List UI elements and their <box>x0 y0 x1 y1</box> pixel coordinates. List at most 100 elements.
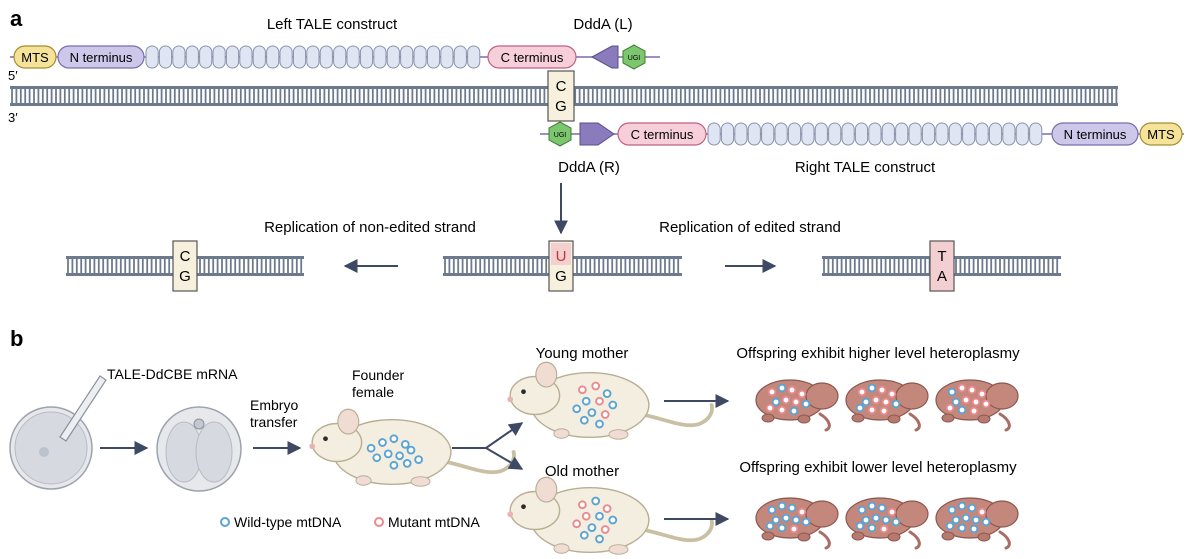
tale-repeat <box>921 122 936 146</box>
tale-repeat <box>306 45 320 69</box>
left-tale-construct: MTS N terminus C terminus UGI <box>10 44 660 70</box>
mutant-mtdna-dot <box>789 524 799 534</box>
tale-repeat <box>292 45 307 69</box>
mouse-ear <box>535 361 558 388</box>
tale-repeat <box>908 122 922 146</box>
wild-type-mtdna-dot <box>389 434 399 444</box>
tale-repeat <box>467 45 481 69</box>
tale-repeat <box>212 45 226 69</box>
wild-type-mtdna-dot <box>881 515 891 525</box>
pup-head <box>895 500 929 528</box>
mouse-eye <box>521 389 526 395</box>
founder-female-mouse <box>309 408 516 487</box>
tale-repeat <box>199 45 213 69</box>
tale-repeat <box>1002 122 1016 146</box>
tale-repeat <box>975 122 989 146</box>
pup <box>755 379 839 432</box>
wild-type-mtdna-dot <box>801 517 811 527</box>
mutant-mtdna-dot <box>971 397 981 407</box>
tale-repeat <box>319 45 333 69</box>
tale-repeat <box>426 45 441 69</box>
c-terminus-right-text: C terminus <box>631 127 694 142</box>
mouse-eye <box>323 436 328 442</box>
mts-right <box>1139 122 1183 146</box>
n-terminus-right <box>1051 122 1139 146</box>
wild-type-mtdna-dot <box>579 530 589 540</box>
wild-type-mtdna-dot <box>861 515 871 525</box>
mutant-mtdna-dot <box>961 395 971 405</box>
tale-repeat <box>734 122 748 146</box>
tale-repeat <box>413 45 427 69</box>
tale-repeat <box>707 122 721 146</box>
offspring-lower-heteroplasmy <box>755 497 1019 550</box>
middle-pair-mutant-highlight <box>551 243 571 265</box>
pup <box>845 379 929 432</box>
mutant-mtdna-dot <box>857 387 867 397</box>
wild-type-mtdna-dot <box>781 513 791 523</box>
wild-type-mtdna-dot <box>855 403 865 413</box>
wild-type-mtdna-dot <box>591 496 601 506</box>
right-pair-bottom: A <box>937 268 947 285</box>
tale-repeat <box>453 45 467 69</box>
offspring-higher-heteroplasmy <box>755 379 1019 432</box>
offspring-higher-label: Offspring exhibit higher level heteropla… <box>736 345 1020 362</box>
mutant-mtdna-dot <box>957 383 967 393</box>
middle-pair-bottom: G <box>555 268 567 285</box>
wild-type-mtdna-dot <box>378 438 387 447</box>
mutant-mtdna-dot <box>600 410 610 419</box>
old-mother-mouse <box>507 476 714 555</box>
pup-paw <box>977 532 991 542</box>
wild-type-mtdna-dot <box>861 397 871 407</box>
tale-repeat <box>333 45 347 69</box>
pup-paw <box>797 532 811 542</box>
n-terminus-right-text: N terminus <box>1064 127 1127 142</box>
wild-type-mtdna-dot <box>602 389 612 398</box>
wild-type-mtdna-dot <box>587 408 597 417</box>
n-terminus-left-text: N terminus <box>70 50 133 65</box>
tale-repeat <box>841 122 855 146</box>
pup-paw <box>887 414 901 424</box>
two-cell-embryo <box>156 406 242 492</box>
legend: Wild-type mtDNA Mutant mtDNA <box>220 514 480 530</box>
tale-repeat <box>814 122 828 146</box>
tale-repeat <box>172 45 186 69</box>
mouse-tail <box>442 450 516 475</box>
wild-type-mtdna-dot <box>957 523 967 533</box>
tale-repeat <box>239 45 253 69</box>
wild-type-mtdna-dot <box>765 521 775 531</box>
tale-repeat <box>828 122 842 146</box>
wild-type-mtdna-dot <box>383 449 393 459</box>
replication-edited-label: Replication of edited strand <box>659 219 841 236</box>
wild-type-mtdna-dot <box>372 453 382 463</box>
legend-mutant-label: Mutant mtDNA <box>388 514 480 530</box>
wild-type-mtdna-dot <box>791 515 801 525</box>
tale-repeat <box>881 122 895 146</box>
mutant-mtdna-dot <box>879 524 889 534</box>
mutant-mtdna-dot <box>945 403 955 413</box>
wild-type-mtdna-dot <box>389 460 399 470</box>
mutant-mtdna-dot <box>877 385 887 395</box>
ddda-left-domain <box>590 45 619 69</box>
wild-type-mtdna-dot <box>777 383 787 393</box>
mts-right-text: MTS <box>1147 127 1175 142</box>
wild-type-mtdna-dot <box>402 459 412 468</box>
wild-type-mtdna-dot <box>891 517 901 527</box>
three-prime-label: 3′ <box>8 110 18 125</box>
old-mother-label: Old mother <box>545 463 619 480</box>
tale-repeat <box>1015 122 1029 146</box>
wild-type-mtdna-dot <box>967 503 977 513</box>
pup-paw <box>977 414 991 424</box>
wild-type-mtdna-dot <box>951 515 961 525</box>
mutant-mtdna-dot <box>977 507 987 517</box>
pup-tail <box>818 530 831 550</box>
tale-repeat <box>988 122 1003 146</box>
mutant-mtdna-dot <box>791 397 801 407</box>
mouse-paw <box>553 428 570 439</box>
pup <box>935 379 1019 432</box>
wild-type-mtdna-dot <box>951 397 961 407</box>
wild-type-mtdna-dot <box>981 517 991 527</box>
wild-type-mtdna-dot <box>771 515 781 525</box>
mts-left-text: MTS <box>21 50 49 65</box>
replication-non-edited-label: Replication of non-edited strand <box>264 219 476 236</box>
mouse-figure <box>309 408 516 487</box>
